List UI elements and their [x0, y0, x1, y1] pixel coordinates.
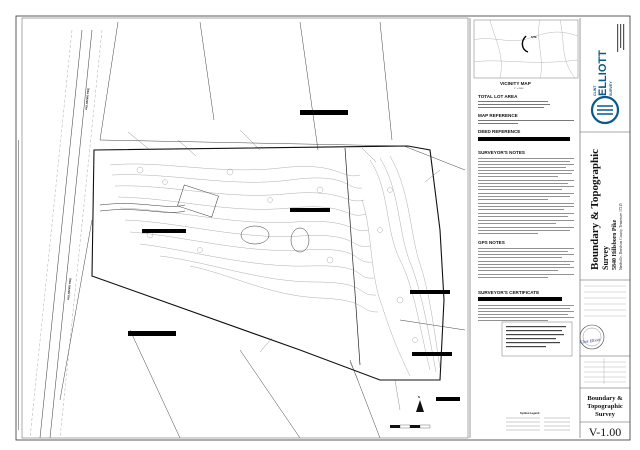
- company-name-line1: CLINT: [593, 85, 597, 96]
- hillsboro-pike-road: HILLSBORO PIKE HILLSBORO PIKE: [29, 29, 103, 439]
- surveyors-notes-body: [478, 158, 574, 234]
- sheet-title-line3: Survey: [595, 411, 615, 418]
- title-block: CLINT ELLIOTT SURVEY Boundary & Topograp…: [580, 24, 630, 439]
- redaction-bars: [128, 110, 460, 401]
- seal-signature: Clint Elliott: [580, 337, 601, 345]
- gps-notes-body: [478, 248, 574, 278]
- owner-info-block: [501, 321, 573, 357]
- north-arrow-label: N: [418, 395, 420, 399]
- left-edge-filepath: [18, 140, 19, 430]
- road-name-label-lower: HILLSBORO PIKE: [66, 277, 72, 300]
- company-name-line3: SURVEY: [609, 81, 613, 96]
- gps-notes-heading: GPS NOTES: [478, 240, 505, 245]
- north-arrow-icon: N: [416, 395, 424, 412]
- symbol-legend: Symbol Legend: [506, 411, 570, 431]
- plan-callouts: [127, 129, 441, 411]
- deed-reference-heading: DEED REFERENCE: [478, 129, 520, 134]
- vicinity-map: SITE VICINITY MAP 1" = 2000': [473, 19, 579, 90]
- company-address-lines: [617, 24, 625, 52]
- symbol-legend-title: Symbol Legend: [520, 411, 540, 415]
- project-address: 5840 Hillsboro Pike: [612, 219, 618, 270]
- surveyor-seal: Clint Elliott: [579, 324, 605, 350]
- revision-table: [584, 285, 626, 317]
- project-location: Nashville, Davidson County, Tennessee 37…: [619, 203, 624, 270]
- vicinity-map-scale: 1" = 2000': [514, 88, 524, 90]
- adjoining-parcel-lines: [59, 21, 466, 439]
- surveyors-notes-heading: SURVEYOR'S NOTES: [478, 150, 525, 155]
- company-name-line2: ELLIOTT: [597, 50, 609, 96]
- plan-frame: [21, 17, 469, 439]
- project-title-line1: Boundary & Topographic: [589, 149, 601, 270]
- company-logo: [590, 95, 620, 125]
- vicinity-map-title: VICINITY MAP: [500, 81, 531, 86]
- sheet-title-line2: Topographic: [587, 403, 623, 410]
- subject-parcel: [91, 145, 445, 381]
- road-name-label: HILLSBORO PIKE: [84, 87, 90, 110]
- notes-column: TOTAL LOT AREA MAP REFERENCE DEED REFERE…: [478, 94, 605, 357]
- vicinity-site-label: SITE: [531, 35, 537, 39]
- deed-reference-redaction: [478, 137, 570, 141]
- surveyors-certificate-heading: SURVEYOR'S CERTIFICATE: [478, 290, 539, 295]
- map-reference-heading: MAP REFERENCE: [478, 113, 518, 118]
- project-info-table: [584, 358, 626, 384]
- scale-bar: [390, 424, 431, 429]
- drawing-border: [15, 15, 631, 441]
- sheet-title-line1: Boundary &: [587, 395, 623, 402]
- total-lot-area-heading: TOTAL LOT AREA: [478, 94, 518, 99]
- surveyors-certificate-body: [478, 305, 574, 321]
- project-title-line2: Survey: [601, 246, 610, 270]
- sheet-number: V-1.00: [589, 425, 622, 439]
- certificate-redaction: [478, 297, 562, 301]
